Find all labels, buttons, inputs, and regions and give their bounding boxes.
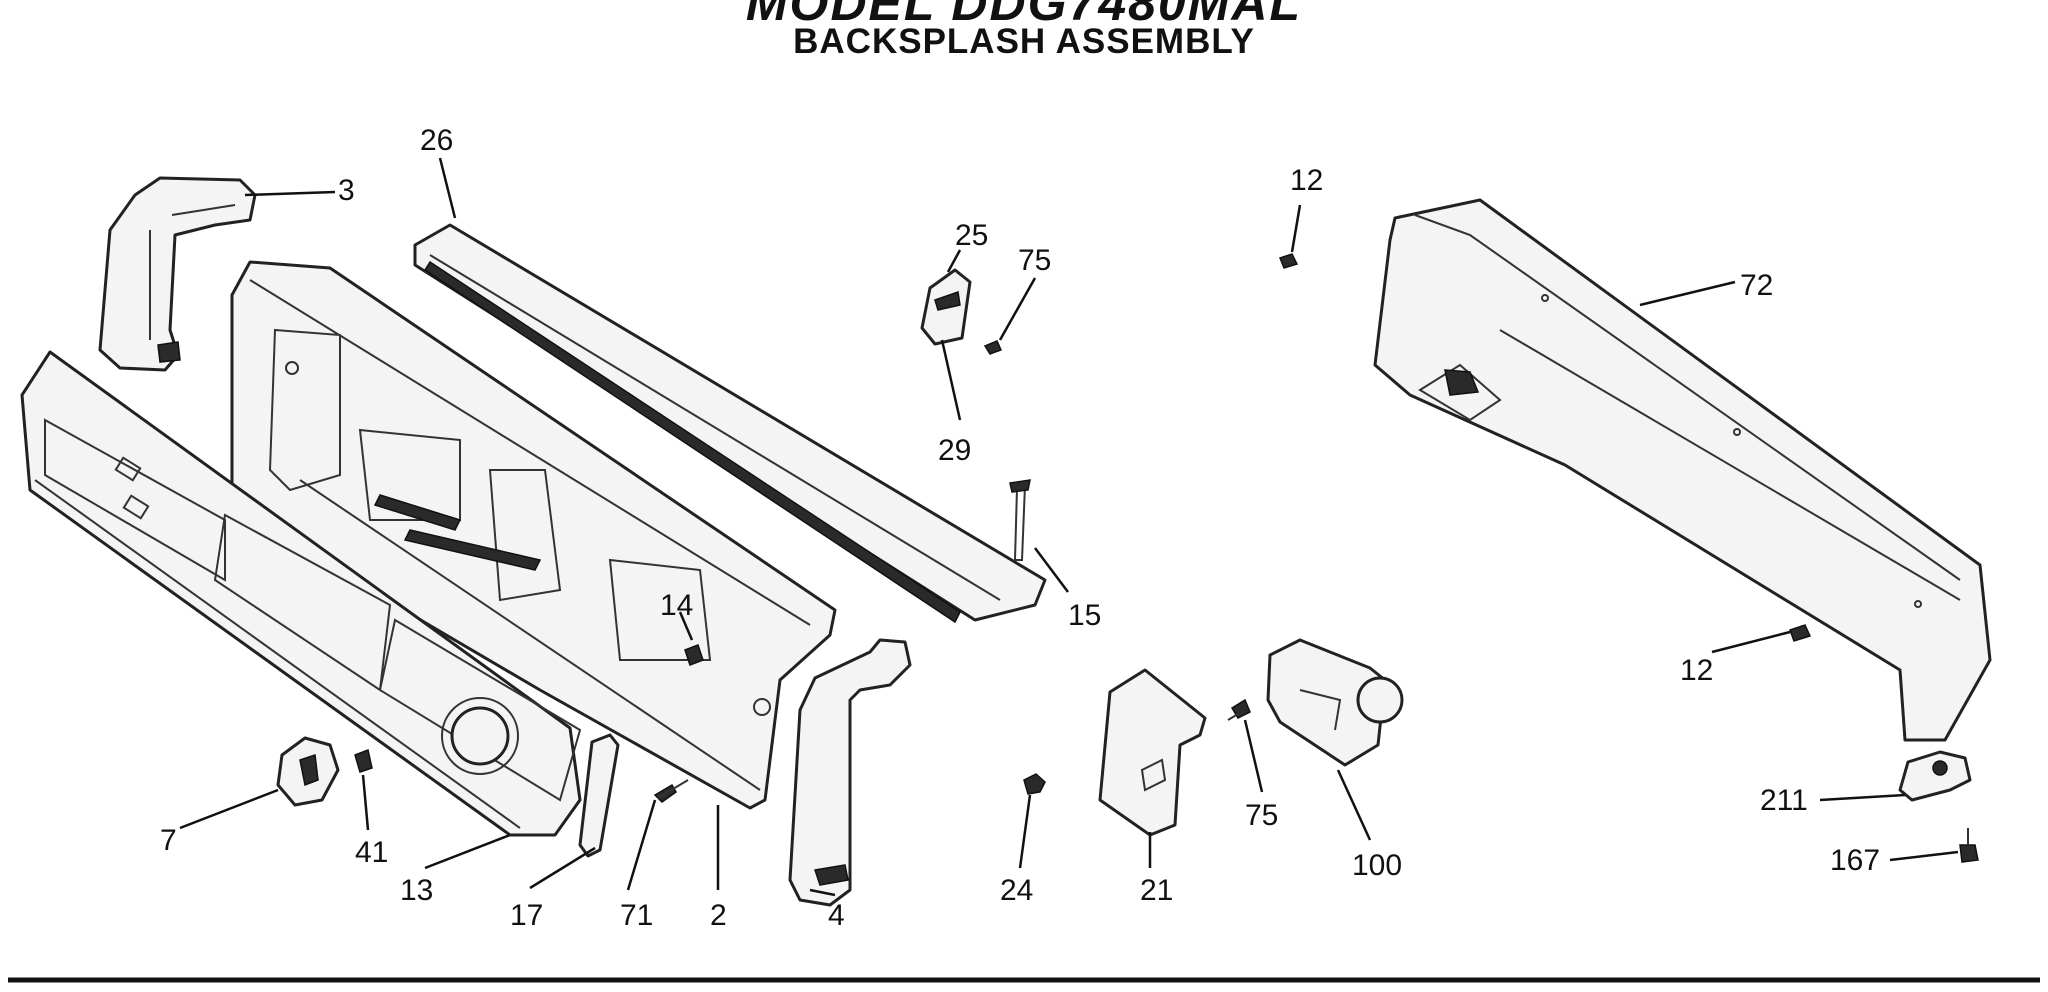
timer-100 <box>1266 638 1404 767</box>
top-trim <box>413 223 1047 624</box>
nut-24 <box>1023 773 1046 795</box>
bracket-211 <box>1898 750 1972 802</box>
backsplash-rear-panel <box>1373 198 1992 742</box>
model-title-clip: MODEL DDG7480MAL <box>0 0 2048 24</box>
callout-3: 3 <box>338 174 355 207</box>
screw-75-lower <box>1227 698 1251 721</box>
strip-17 <box>578 733 620 858</box>
callout-167: 167 <box>1830 844 1880 877</box>
callout-2: 2 <box>710 899 727 932</box>
bracket-14 <box>684 644 704 666</box>
screw-15 <box>1009 479 1031 561</box>
callout-12-lower: 12 <box>1680 654 1713 687</box>
callout-13: 13 <box>400 874 433 907</box>
callout-7: 7 <box>160 824 177 857</box>
callout-75-lower: 75 <box>1245 799 1278 832</box>
callout-4: 4 <box>828 899 845 932</box>
plate-21 <box>1098 668 1207 837</box>
screw-167 <box>1959 828 1979 863</box>
callout-24: 24 <box>1000 874 1033 907</box>
callout-71: 71 <box>620 899 653 932</box>
leader-lines <box>179 157 1959 897</box>
callout-100: 100 <box>1352 849 1402 882</box>
callout-labels: 3 26 25 75 29 12 72 15 14 12 75 100 211 … <box>160 124 1880 932</box>
bushing-41 <box>354 748 373 773</box>
callout-29: 29 <box>938 434 971 467</box>
clip-12-lower <box>1789 624 1812 642</box>
callout-75-upper: 75 <box>1018 244 1051 277</box>
callout-15: 15 <box>1068 599 1101 632</box>
screw-71 <box>653 779 689 803</box>
callout-41: 41 <box>355 836 388 869</box>
knob-7 <box>276 736 340 807</box>
clip-12-upper <box>1279 253 1299 269</box>
screw-75-upper <box>983 340 1003 355</box>
callout-12-upper: 12 <box>1290 164 1323 197</box>
model-title: MODEL DDG7480MAL <box>0 0 2048 24</box>
callout-14: 14 <box>660 589 693 622</box>
end-cap-left <box>98 176 257 372</box>
callout-21: 21 <box>1140 874 1173 907</box>
assembly-subtitle: BACKSPLASH ASSEMBLY <box>793 22 1255 61</box>
callout-25: 25 <box>955 219 988 252</box>
switch-25 <box>920 268 972 346</box>
front-fascia <box>20 350 582 837</box>
end-cap-right <box>788 638 912 907</box>
callout-17: 17 <box>510 899 543 932</box>
callout-26: 26 <box>420 124 453 157</box>
callout-72: 72 <box>1740 269 1773 302</box>
callout-211: 211 <box>1760 784 1808 817</box>
